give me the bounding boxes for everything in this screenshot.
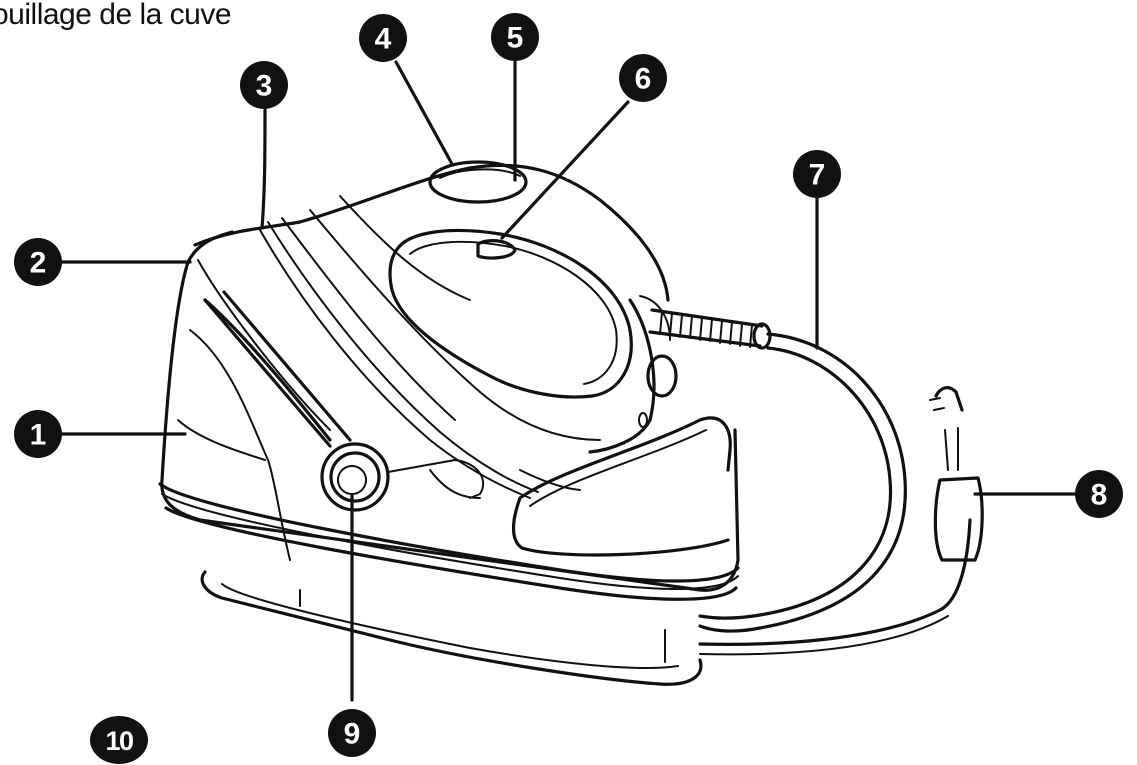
svg-text:4: 4 <box>375 23 392 56</box>
partial-caption: ouillage de la cuve <box>0 0 232 31</box>
marker-3: 3 <box>240 61 288 109</box>
marker-1: 1 <box>14 410 62 458</box>
svg-text:5: 5 <box>507 22 524 55</box>
svg-text:8: 8 <box>1091 479 1108 512</box>
svg-text:1: 1 <box>30 419 47 452</box>
main-body <box>158 260 740 601</box>
svg-text:2: 2 <box>30 247 47 280</box>
lock-arm <box>203 290 485 512</box>
leader-lines <box>60 60 1077 702</box>
iron-body <box>186 160 678 499</box>
marker-5: 5 <box>491 13 539 61</box>
base-foot <box>200 570 703 686</box>
hose-and-cord <box>648 308 984 656</box>
svg-text:7: 7 <box>809 159 826 192</box>
iron-cradle <box>511 416 732 557</box>
marker-4: 4 <box>359 14 407 62</box>
svg-text:10: 10 <box>105 726 133 756</box>
marker-9: 9 <box>328 709 376 757</box>
svg-text:6: 6 <box>635 63 652 96</box>
marker-10: 10 <box>90 716 148 764</box>
svg-text:3: 3 <box>256 70 273 103</box>
svg-text:9: 9 <box>344 718 361 751</box>
marker-8: 8 <box>1075 470 1123 518</box>
marker-2: 2 <box>14 238 62 286</box>
marker-6: 6 <box>619 54 667 102</box>
marker-7: 7 <box>793 150 841 198</box>
